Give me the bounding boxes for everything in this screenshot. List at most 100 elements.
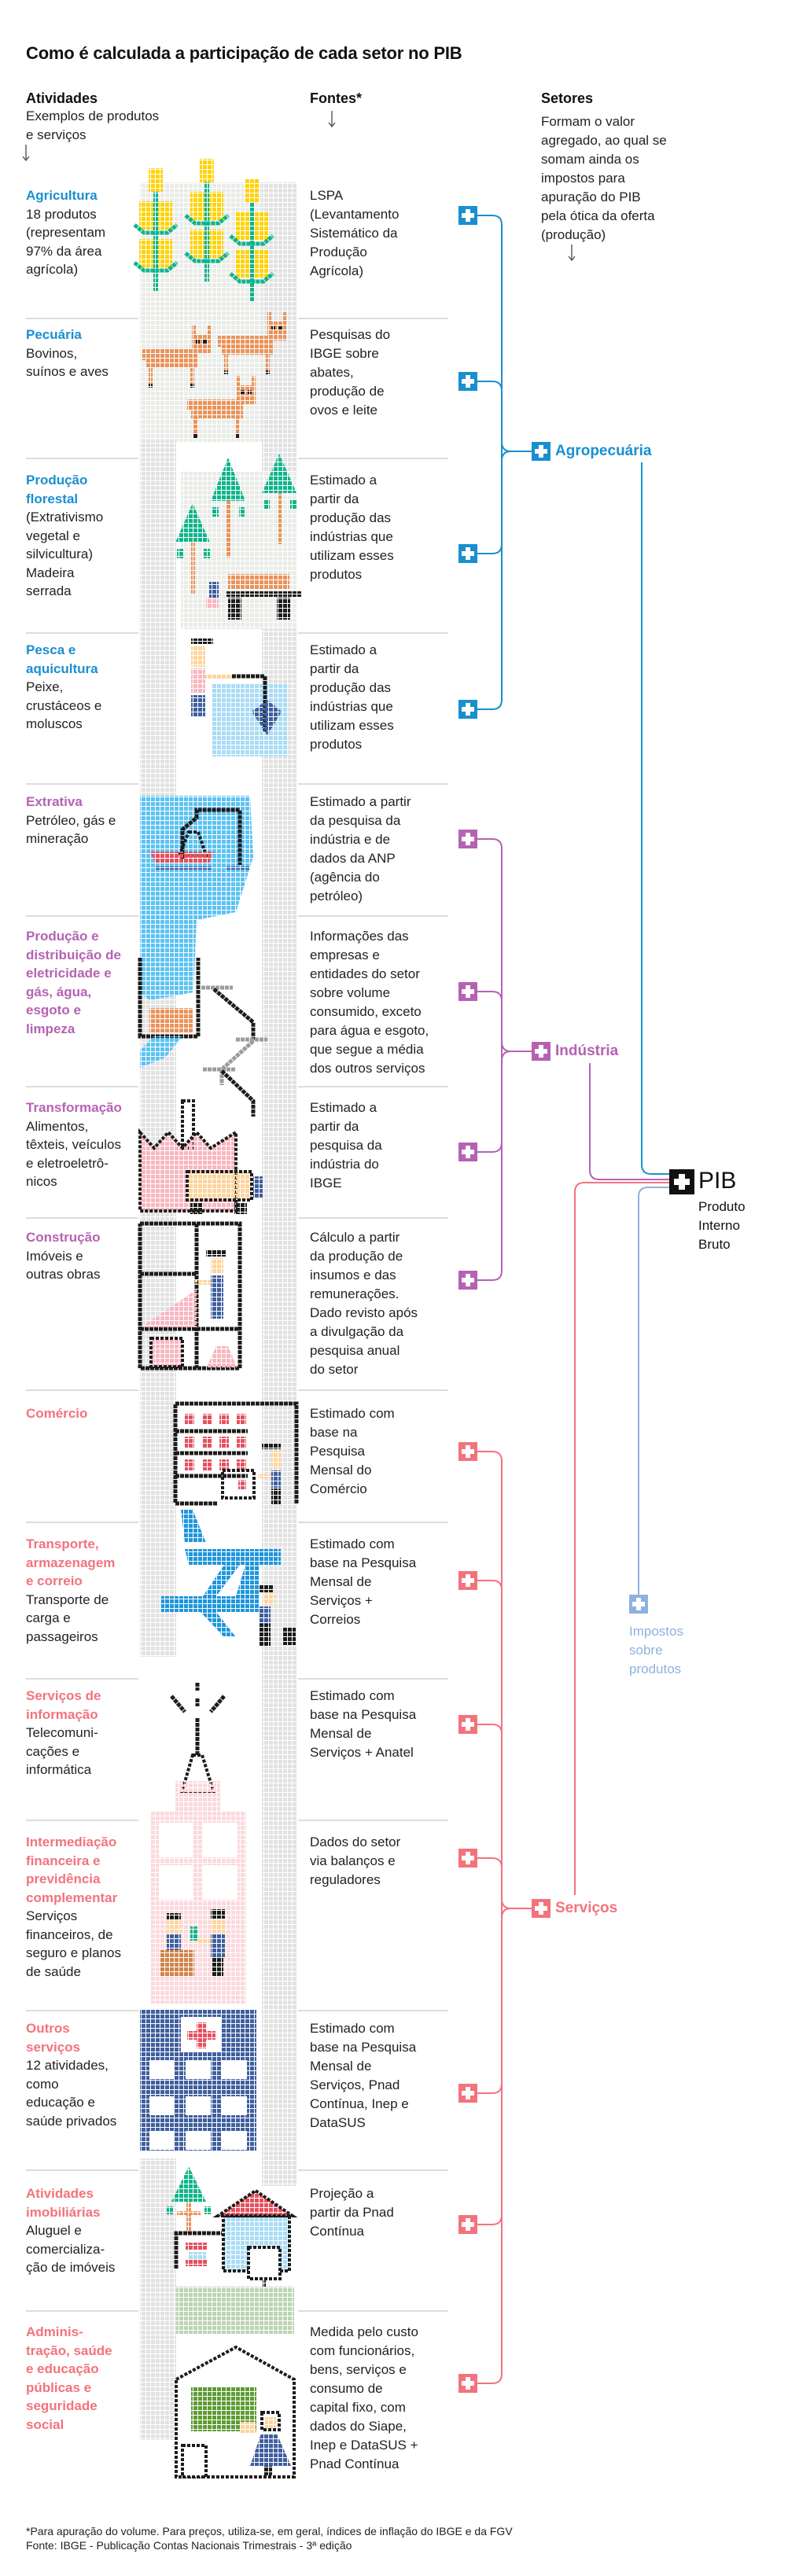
activity-examples: Peixe, crustáceos e moluscos xyxy=(26,679,102,731)
lawn-icon xyxy=(176,2287,294,2334)
corn-stem-icon xyxy=(249,203,254,302)
leaf-icon xyxy=(290,499,296,509)
building-icon xyxy=(175,1781,220,1811)
product-icon xyxy=(219,1459,229,1470)
window-icon xyxy=(203,1865,238,1900)
activity-source: Pesquisas do IBGE sobre abates, produção… xyxy=(310,327,391,418)
row-divider xyxy=(26,1389,138,1391)
industria-to-pib-line xyxy=(589,1063,669,1180)
legs-icon xyxy=(264,2466,272,2475)
tree-trunk-icon xyxy=(191,543,195,594)
cow-head-icon xyxy=(192,335,211,354)
sector-plus-icon xyxy=(532,1899,550,1918)
connector-line xyxy=(477,1580,503,1591)
connector-line xyxy=(501,1041,532,1062)
product-icon xyxy=(185,1459,194,1470)
corn-leaf-icon xyxy=(184,214,230,226)
activity-title: Pesca e aquicultura xyxy=(26,642,98,676)
cow-leg-icon xyxy=(224,355,228,374)
activity-examples: (Extrativismo vegetal e silvicultura) Ma… xyxy=(26,510,104,598)
cow-hoof-icon xyxy=(193,434,197,438)
cow-horn-icon xyxy=(267,312,271,322)
header-activities: Atividades xyxy=(26,90,98,106)
activity-title: Produção e distribuição de eletricidade … xyxy=(26,929,121,1036)
tree-trunk-icon xyxy=(186,2202,191,2233)
corn-leaf-icon xyxy=(229,272,274,284)
connector-line xyxy=(477,215,503,226)
plus-icon xyxy=(458,1571,477,1590)
sector-plus-icon xyxy=(532,1042,550,1061)
cow-leg-icon xyxy=(266,355,270,374)
connector-line xyxy=(501,441,532,462)
airplane-tail-icon xyxy=(181,1510,206,1543)
cow-horn-icon xyxy=(192,326,196,335)
hair-icon xyxy=(211,1909,225,1919)
row-divider xyxy=(26,1522,138,1523)
wheel-icon xyxy=(190,1203,203,1214)
activity-source: Estimado com base na Pesquisa Mensal de … xyxy=(310,1688,417,1760)
plus-icon xyxy=(458,1143,477,1161)
leaf-icon xyxy=(204,549,210,558)
connector-line xyxy=(477,381,503,392)
row-divider xyxy=(26,2169,138,2171)
activity-source: Dados do setor via balanços e reguladore… xyxy=(310,1834,401,1887)
plus-icon xyxy=(458,982,477,1001)
row-divider xyxy=(26,1086,138,1087)
activity-title: Transporte, armazenagem e correio xyxy=(26,1536,116,1588)
activity-item: Adminis- tração, saúde e educação públic… xyxy=(26,2323,144,2434)
activity-title: Transformação xyxy=(26,1100,122,1115)
window-icon xyxy=(186,2131,211,2150)
sign-icon xyxy=(247,2246,282,2280)
activity-source: Informações das empresas e entidades do … xyxy=(310,929,429,1076)
cow-horn-icon xyxy=(237,376,241,385)
row-divider xyxy=(298,1217,448,1219)
product-icon xyxy=(185,1437,194,1448)
corn-cob-icon xyxy=(200,159,214,182)
connector-line xyxy=(477,1857,503,1868)
face-icon xyxy=(191,646,205,667)
hair-icon xyxy=(260,1584,274,1592)
agro-to-pib-line xyxy=(641,462,669,1175)
cart-icon xyxy=(221,1469,256,1500)
cow-hoof-icon xyxy=(235,434,239,438)
desk-icon xyxy=(160,1950,194,1977)
product-icon xyxy=(237,1414,246,1425)
car-icon xyxy=(186,2260,208,2266)
hair-icon xyxy=(167,1913,181,1919)
tree-icon xyxy=(262,454,296,493)
wheel-icon xyxy=(277,598,290,620)
cow-eye-icon xyxy=(203,340,207,344)
boat-icon xyxy=(149,852,214,863)
cow-horn-icon xyxy=(207,326,211,335)
window-icon xyxy=(222,2131,247,2150)
header-sources: Fontes* xyxy=(310,90,363,106)
connector-line xyxy=(477,838,503,849)
header-sectors: Setores xyxy=(541,90,594,106)
cow-leg-icon xyxy=(149,368,153,387)
oil-rig-icon xyxy=(180,808,242,865)
connector-line xyxy=(477,2214,503,2225)
window-icon xyxy=(159,1823,193,1857)
window-icon xyxy=(222,2060,247,2079)
corn-stem-icon xyxy=(153,192,158,291)
product-icon xyxy=(219,1414,229,1425)
arm-icon xyxy=(198,1939,211,1943)
row-divider xyxy=(298,458,448,459)
impostos-plus-icon xyxy=(629,1595,648,1614)
activity-examples: Aluguel e comercializa- ção de imóveis xyxy=(26,2223,116,2275)
window-icon xyxy=(149,2060,175,2079)
activity-examples: Transporte de carga e passageiros xyxy=(26,1592,109,1644)
activity-examples: Serviços financeiros, de seguro e planos… xyxy=(26,1908,121,1979)
activity-title: Pecuária xyxy=(26,327,82,342)
shirt-icon xyxy=(167,1934,181,1953)
cow-eye-icon xyxy=(271,326,275,330)
cow-leg-icon xyxy=(190,368,194,387)
plus-icon xyxy=(458,372,477,391)
cow-head-icon xyxy=(237,385,256,404)
